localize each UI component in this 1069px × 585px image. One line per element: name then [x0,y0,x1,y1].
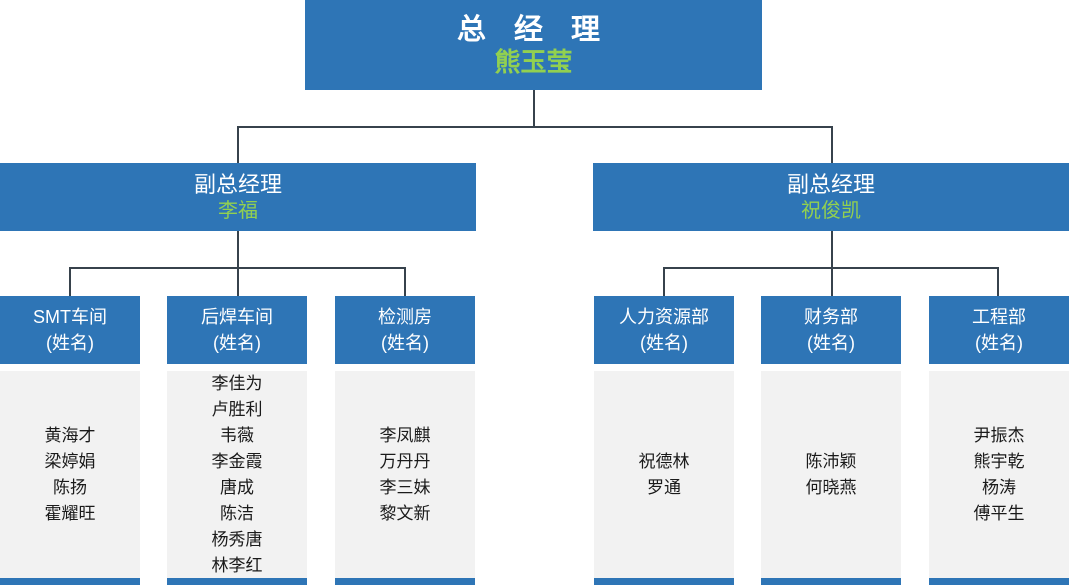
column-footer-bar [761,578,901,585]
connector-line [69,267,71,296]
node-person-name: 李福 [218,200,258,223]
dept-testing-room: 检测房 (姓名) 李凤麒 万丹丹 李三妹 黎文新 [335,296,475,585]
node-title: 副总经理 [786,171,875,197]
dept-label: SMT车间 [33,306,107,327]
dept-sublabel: (姓名) [640,333,688,353]
dept-sublabel: (姓名) [381,333,429,353]
member-name-list: 祝德林 罗通 [594,371,734,578]
dept-label: 人力资源部 [619,306,709,327]
node-title: 总 经 理 [456,13,611,46]
member-name-list: 尹振杰 熊宇乾 杨涛 傅平生 [929,371,1069,578]
dept-post-weld-workshop: 后焊车间 (姓名) 李佳为 卢胜利 韦薇 李金霞 唐成 陈洁 杨秀唐 林李红 [167,296,307,585]
member-name-list: 李佳为 卢胜利 韦薇 李金霞 唐成 陈洁 杨秀唐 林李红 [167,371,307,578]
dept-label: 工程部 [972,306,1026,327]
node-deputy-manager-left: 副总经理 李福 [0,163,476,231]
connector-line [533,90,535,127]
node-general-manager: 总 经 理 熊玉莹 [305,0,762,90]
dept-sublabel: (姓名) [213,333,261,353]
dept-label: 检测房 [378,306,432,327]
node-deputy-manager-right: 副总经理 祝俊凯 [593,163,1069,231]
dept-sublabel: (姓名) [807,333,855,353]
connector-line [237,126,239,163]
connector-line [404,267,406,296]
connector-line [237,267,239,296]
dept-engineering: 工程部 (姓名) 尹振杰 熊宇乾 杨涛 傅平生 [929,296,1069,585]
dept-smt-workshop: SMT车间 (姓名) 黄海才 梁婷娟 陈扬 霍耀旺 [0,296,140,585]
connector-line [237,126,833,128]
dept-sublabel: (姓名) [975,333,1023,353]
column-footer-bar [0,578,140,585]
connector-line [831,231,833,268]
connector-line [997,267,999,296]
dept-header: 后焊车间 (姓名) [167,296,307,364]
node-title: 副总经理 [193,171,282,197]
node-person-name: 熊玉莹 [494,47,573,78]
node-person-name: 祝俊凯 [801,200,861,223]
connector-line [831,126,833,163]
column-footer-bar [335,578,475,585]
dept-header: 检测房 (姓名) [335,296,475,364]
dept-human-resources: 人力资源部 (姓名) 祝德林 罗通 [594,296,734,585]
connector-line [237,231,239,268]
dept-sublabel: (姓名) [46,333,94,353]
member-name-list: 黄海才 梁婷娟 陈扬 霍耀旺 [0,371,140,578]
member-name-list: 陈沛颖 何晓燕 [761,371,901,578]
dept-label: 后焊车间 [201,306,273,327]
member-name-list: 李凤麒 万丹丹 李三妹 黎文新 [335,371,475,578]
dept-header: SMT车间 (姓名) [0,296,140,364]
dept-label: 财务部 [804,306,858,327]
dept-header: 财务部 (姓名) [761,296,901,364]
connector-line [831,267,833,296]
column-footer-bar [594,578,734,585]
column-footer-bar [167,578,307,585]
column-footer-bar [929,578,1069,585]
dept-header: 人力资源部 (姓名) [594,296,734,364]
dept-header: 工程部 (姓名) [929,296,1069,364]
dept-finance: 财务部 (姓名) 陈沛颖 何晓燕 [761,296,901,585]
connector-line [663,267,665,296]
